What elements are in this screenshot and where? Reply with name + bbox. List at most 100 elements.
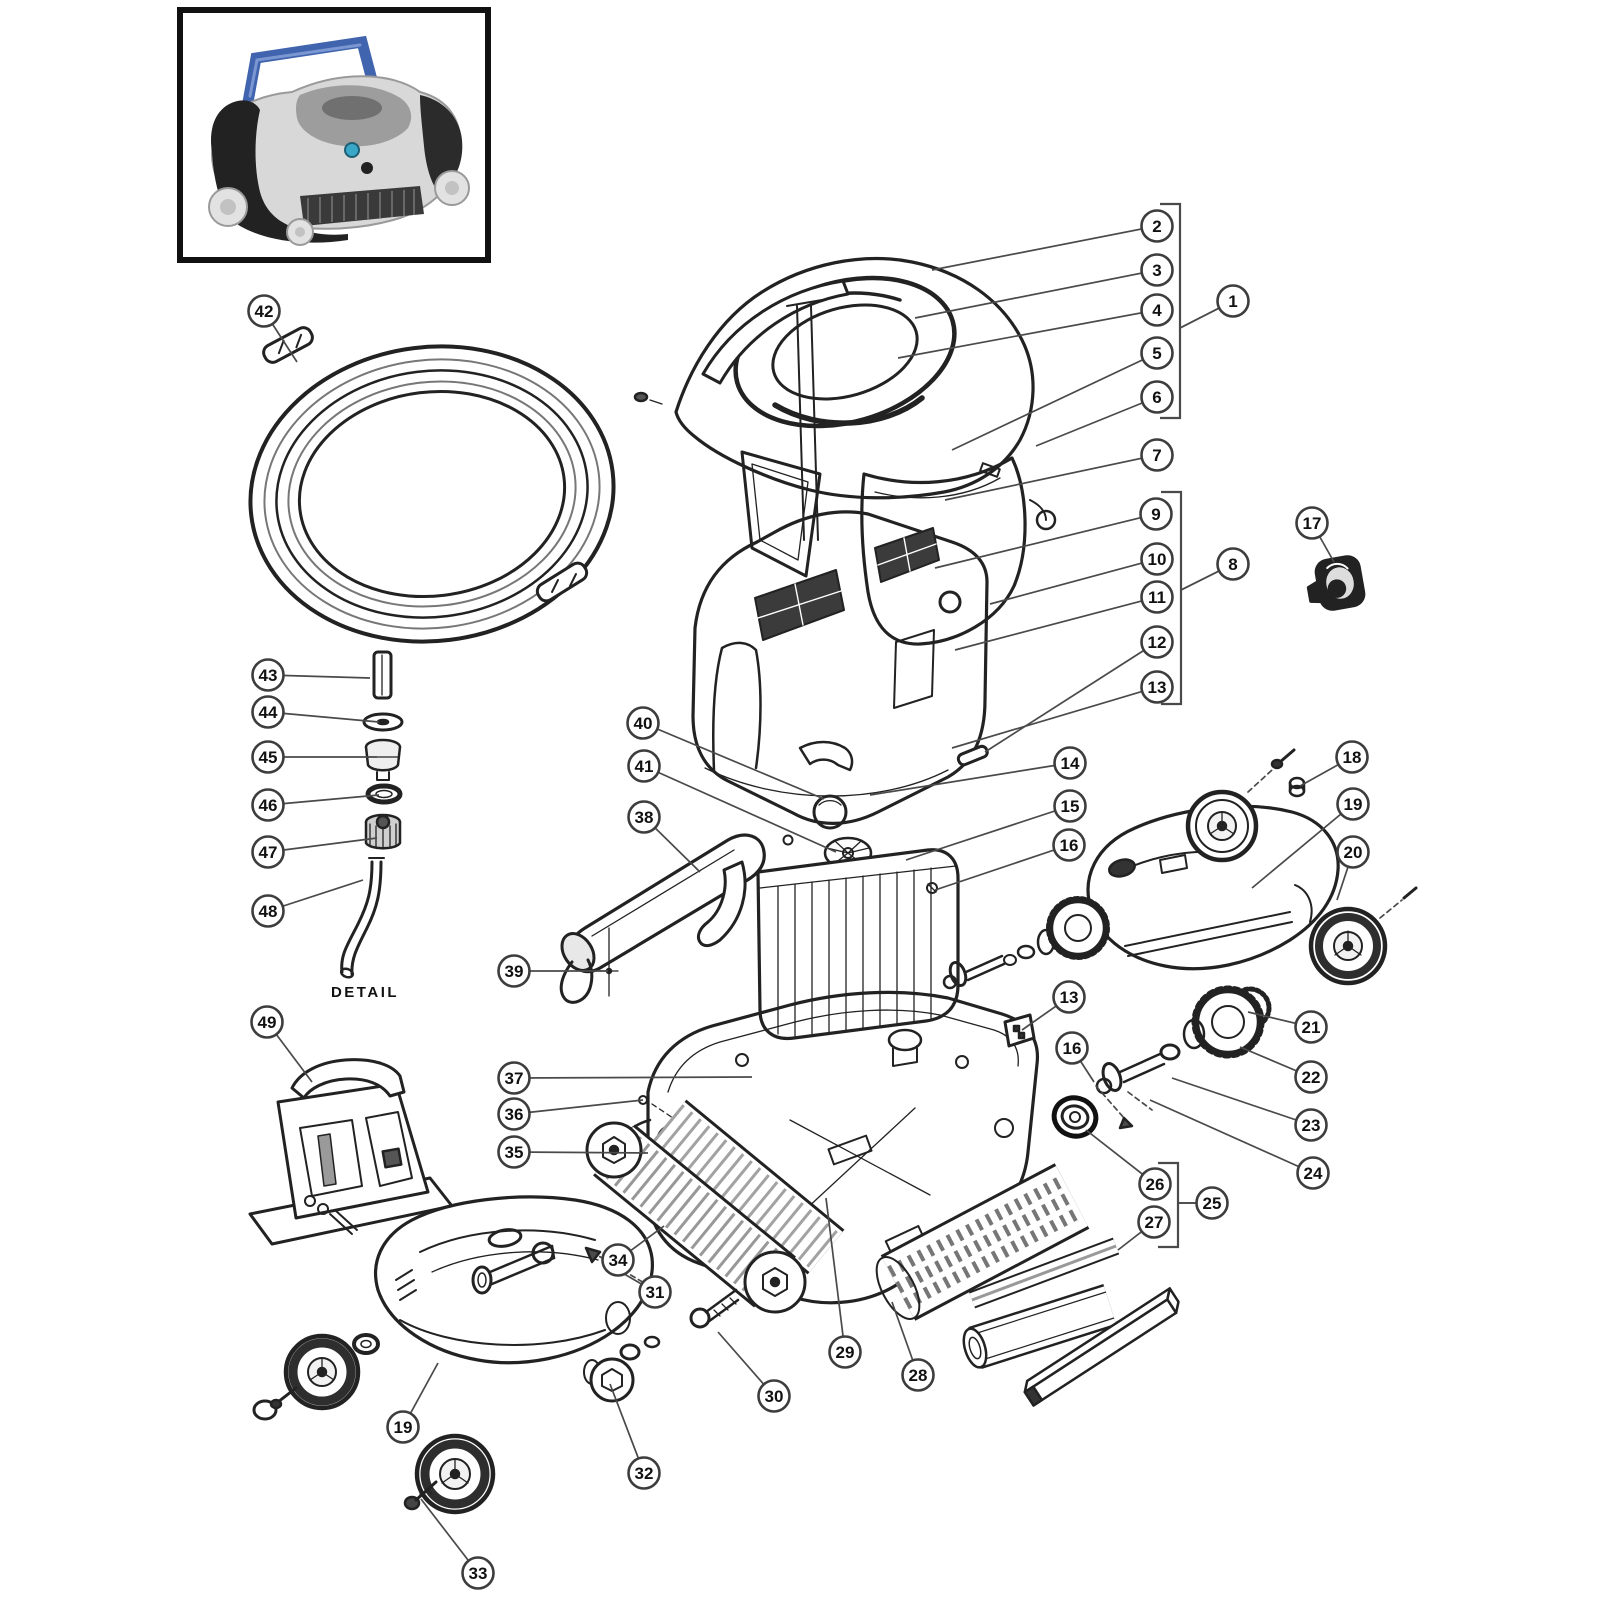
callout-number-c43: 43 bbox=[259, 666, 278, 685]
callout-number-c2: 2 bbox=[1152, 217, 1161, 236]
callout-number-c21: 21 bbox=[1302, 1018, 1321, 1037]
callout-bubble-c40 bbox=[626, 706, 660, 740]
callout-bubble-c49 bbox=[250, 1005, 284, 1039]
callout-number-c25: 25 bbox=[1203, 1194, 1222, 1213]
leader-c46 bbox=[267, 794, 380, 806]
leader-c2 bbox=[931, 225, 1158, 271]
callout-number-c44: 44 bbox=[259, 703, 278, 722]
wheel-cap bbox=[252, 1399, 278, 1421]
callout-bubble-c3 bbox=[1140, 253, 1174, 287]
callout-c23: 23 bbox=[1294, 1108, 1328, 1142]
brush-roller bbox=[875, 1163, 1090, 1321]
leader-c10 bbox=[989, 558, 1158, 605]
callout-bubble-c44 bbox=[251, 695, 285, 729]
leader-c40 bbox=[642, 722, 825, 800]
callout-c26: 26 bbox=[1138, 1167, 1172, 1201]
callout-c10: 10 bbox=[1140, 542, 1174, 576]
cover-button bbox=[938, 590, 962, 614]
motor-screw bbox=[926, 882, 938, 894]
leader-c44 bbox=[267, 711, 380, 723]
callout-c29: 29 bbox=[828, 1335, 862, 1369]
callout-c34: 34 bbox=[601, 1243, 635, 1277]
cord-connector-17 bbox=[1306, 555, 1366, 611]
callout-c6: 6 bbox=[1140, 380, 1174, 414]
callout-bubble-c22 bbox=[1294, 1060, 1328, 1094]
callout-bubble-c16a bbox=[1052, 828, 1086, 862]
callout-bubble-c35 bbox=[497, 1135, 531, 1169]
callout-bubble-c18 bbox=[1335, 740, 1369, 774]
callout-number-c14: 14 bbox=[1061, 754, 1080, 773]
callout-number-c30: 30 bbox=[765, 1387, 784, 1406]
right-motor-pod bbox=[1086, 748, 1418, 986]
leader-c15 bbox=[905, 805, 1071, 861]
top-cover bbox=[633, 256, 1057, 646]
leader-c14 bbox=[869, 762, 1071, 796]
cover-latch bbox=[1035, 509, 1057, 531]
callout-bubble-c43 bbox=[251, 658, 285, 692]
callout-bubble-c27 bbox=[1137, 1205, 1171, 1239]
o-ring-46 bbox=[365, 783, 403, 805]
callout-circles: 1234567891011121317181920212223242526271… bbox=[247, 209, 1370, 1590]
callout-number-c45: 45 bbox=[259, 748, 278, 767]
cable-clamp bbox=[798, 740, 854, 772]
callout-number-c34: 34 bbox=[609, 1251, 628, 1270]
callout-number-c4: 4 bbox=[1152, 301, 1162, 320]
callout-c19b: 19 bbox=[386, 1410, 420, 1444]
callout-bubble-c16b bbox=[1055, 1031, 1089, 1065]
callout-c7: 7 bbox=[1140, 438, 1174, 472]
cleaner-led bbox=[344, 142, 360, 158]
callout-number-c38: 38 bbox=[635, 808, 654, 827]
callout-c3: 3 bbox=[1140, 253, 1174, 287]
power-supply bbox=[248, 1058, 454, 1246]
callout-number-c10: 10 bbox=[1148, 550, 1167, 569]
swivel-ball bbox=[812, 794, 848, 830]
callout-number-c31: 31 bbox=[646, 1283, 665, 1302]
callout-bubble-c33 bbox=[461, 1556, 495, 1590]
callout-bubble-c14 bbox=[1053, 746, 1087, 780]
cover-handle bbox=[701, 279, 850, 385]
callout-number-c12: 12 bbox=[1148, 633, 1167, 652]
callout-number-c49: 49 bbox=[258, 1013, 277, 1032]
leader-c24 bbox=[1149, 1099, 1314, 1174]
callout-number-c19a: 19 bbox=[1344, 795, 1363, 814]
callout-number-c41: 41 bbox=[635, 757, 654, 776]
callout-bubble-c30 bbox=[757, 1379, 791, 1413]
callout-c11: 11 bbox=[1140, 580, 1174, 614]
callout-c16b: 16 bbox=[1055, 1031, 1089, 1065]
leader-c29 bbox=[825, 1197, 846, 1353]
callout-c46: 46 bbox=[251, 788, 285, 822]
callout-number-c6: 6 bbox=[1152, 388, 1161, 407]
leader-c4 bbox=[897, 309, 1158, 359]
callout-number-c7: 7 bbox=[1152, 446, 1161, 465]
cleaner-grill bbox=[300, 186, 424, 226]
callout-c35: 35 bbox=[497, 1135, 531, 1169]
callout-bubble-c4 bbox=[1140, 293, 1174, 327]
filter-screen-left bbox=[754, 569, 845, 641]
callout-bubble-c31 bbox=[638, 1275, 672, 1309]
callout-c24: 24 bbox=[1296, 1156, 1330, 1190]
bracket-b2 bbox=[1161, 490, 1183, 706]
leader-c11 bbox=[954, 596, 1158, 651]
callout-bubble-c13a bbox=[1140, 670, 1174, 704]
callout-number-c27: 27 bbox=[1145, 1213, 1164, 1232]
center-bolt-washers bbox=[619, 1288, 740, 1361]
wheel-screw-33 bbox=[403, 1480, 438, 1511]
leader-c7 bbox=[944, 454, 1158, 501]
callout-number-c19b: 19 bbox=[394, 1418, 413, 1437]
leader-c23 bbox=[1171, 1077, 1312, 1126]
foam-tube bbox=[962, 1284, 1117, 1369]
callout-number-c28: 28 bbox=[909, 1366, 928, 1385]
pulley-grommet bbox=[1051, 1085, 1134, 1139]
callout-c42: 42 bbox=[247, 294, 281, 328]
leader-c35 bbox=[513, 1151, 649, 1154]
callout-c27: 27 bbox=[1137, 1205, 1171, 1239]
left-motor-pod bbox=[252, 1195, 740, 1515]
callout-c22: 22 bbox=[1294, 1060, 1328, 1094]
callout-c36: 36 bbox=[497, 1097, 531, 1131]
callout-c47: 47 bbox=[251, 835, 285, 869]
callout-bubble-c46 bbox=[251, 788, 285, 822]
callout-bubble-c19a bbox=[1336, 787, 1370, 821]
pod-bolt-31 bbox=[471, 1244, 556, 1295]
